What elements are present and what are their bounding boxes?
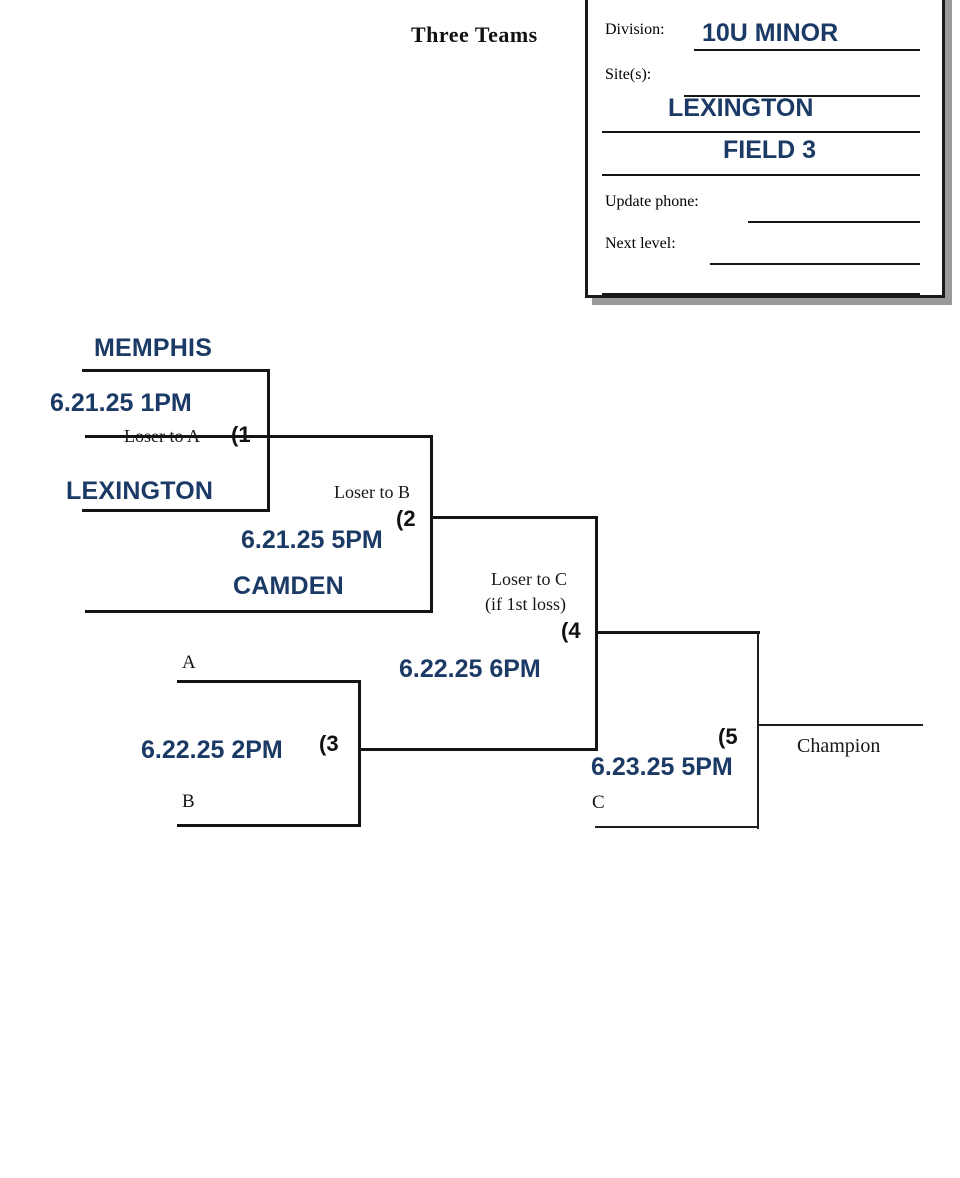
game1-number: (1 xyxy=(231,422,251,448)
info-label-sites: Site(s): xyxy=(605,66,652,83)
game4-right-line-lower xyxy=(595,633,598,751)
game4-loser-note-line1: Loser to C xyxy=(491,569,567,589)
info-rule-division xyxy=(694,49,920,51)
game1-team-bottom[interactable]: LEXINGTON xyxy=(66,477,214,505)
game2-top-line xyxy=(85,435,433,438)
game1-top-line xyxy=(82,369,270,372)
game3-winner-connector xyxy=(358,748,598,751)
game4-right-line-upper xyxy=(595,516,598,633)
game4-datetime[interactable]: 6.22.25 6PM xyxy=(399,655,541,683)
game2-winner-connector xyxy=(430,516,598,519)
game2-right-line xyxy=(430,435,433,613)
game3-slot-b[interactable]: B xyxy=(182,791,195,812)
tournament-info-box: Division: 10U MINOR Site(s): LEXINGTON F… xyxy=(585,0,945,298)
page-title: Three Teams xyxy=(411,22,538,47)
game3-slot-a[interactable]: A xyxy=(182,652,196,673)
game3-top-line xyxy=(177,680,361,683)
game4-winner-connector xyxy=(595,631,760,634)
game2-team-bottom[interactable]: CAMDEN xyxy=(233,572,344,600)
info-rule-sites xyxy=(684,95,920,97)
game3-right-line xyxy=(358,680,361,827)
game5-datetime[interactable]: 6.23.25 5PM xyxy=(591,753,733,781)
game2-bottom-line xyxy=(85,610,433,613)
info-value-site-line-1[interactable]: LEXINGTON xyxy=(668,94,814,122)
game5-bottom-line xyxy=(595,826,759,828)
game2-number: (2 xyxy=(396,506,416,531)
info-rule-update-phone xyxy=(748,221,920,223)
game3-bottom-line xyxy=(177,824,361,827)
game5-number: (5 xyxy=(718,724,738,749)
info-rule-site-line-1 xyxy=(602,131,920,133)
game2-datetime[interactable]: 6.21.25 5PM xyxy=(241,526,383,554)
game4-number: (4 xyxy=(561,618,581,643)
game5-right-line xyxy=(757,631,759,829)
game1-right-line xyxy=(267,369,270,512)
info-label-division: Division: xyxy=(605,21,665,38)
info-label-update-phone: Update phone: xyxy=(605,193,699,210)
game4-loser-note-line2: (if 1st loss) xyxy=(485,594,566,614)
info-label-next-level: Next level: xyxy=(605,235,676,252)
info-rule-site-line-2 xyxy=(602,174,920,176)
info-value-division[interactable]: 10U MINOR xyxy=(702,19,839,47)
info-rule-next-level xyxy=(710,263,920,265)
game3-datetime[interactable]: 6.22.25 2PM xyxy=(141,736,283,764)
game3-number: (3 xyxy=(319,731,339,756)
champion-line xyxy=(757,724,923,726)
info-value-site-line-2[interactable]: FIELD 3 xyxy=(723,136,817,164)
info-rule-blank xyxy=(602,293,920,295)
game1-bottom-line xyxy=(82,509,270,512)
game5-slot-c[interactable]: C xyxy=(592,792,605,813)
game2-loser-note: Loser to B xyxy=(334,482,410,502)
champion-label: Champion xyxy=(797,735,881,757)
game1-datetime[interactable]: 6.21.25 1PM xyxy=(50,389,192,417)
game1-team-top[interactable]: MEMPHIS xyxy=(94,334,213,362)
